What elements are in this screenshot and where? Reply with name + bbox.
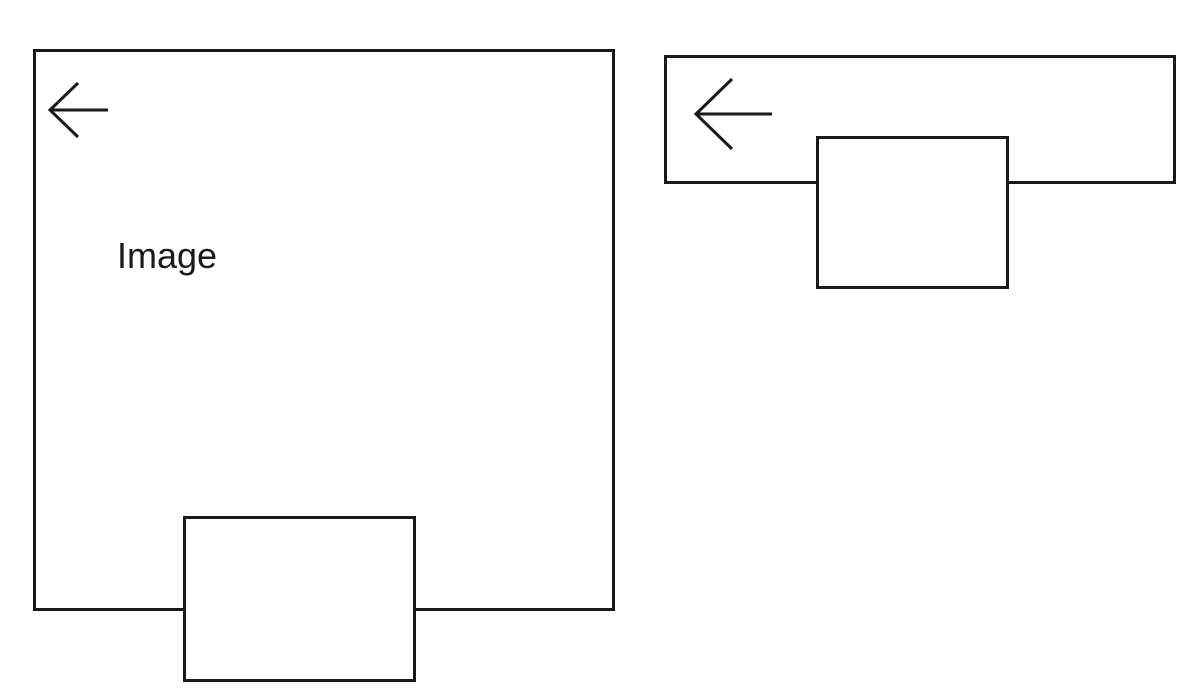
right-overlap-card[interactable] (816, 136, 1009, 289)
image-label: Image (117, 235, 218, 276)
arrow-left-icon[interactable] (692, 76, 776, 152)
arrow-left-icon[interactable] (46, 80, 112, 140)
left-bottom-card[interactable] (183, 516, 416, 682)
